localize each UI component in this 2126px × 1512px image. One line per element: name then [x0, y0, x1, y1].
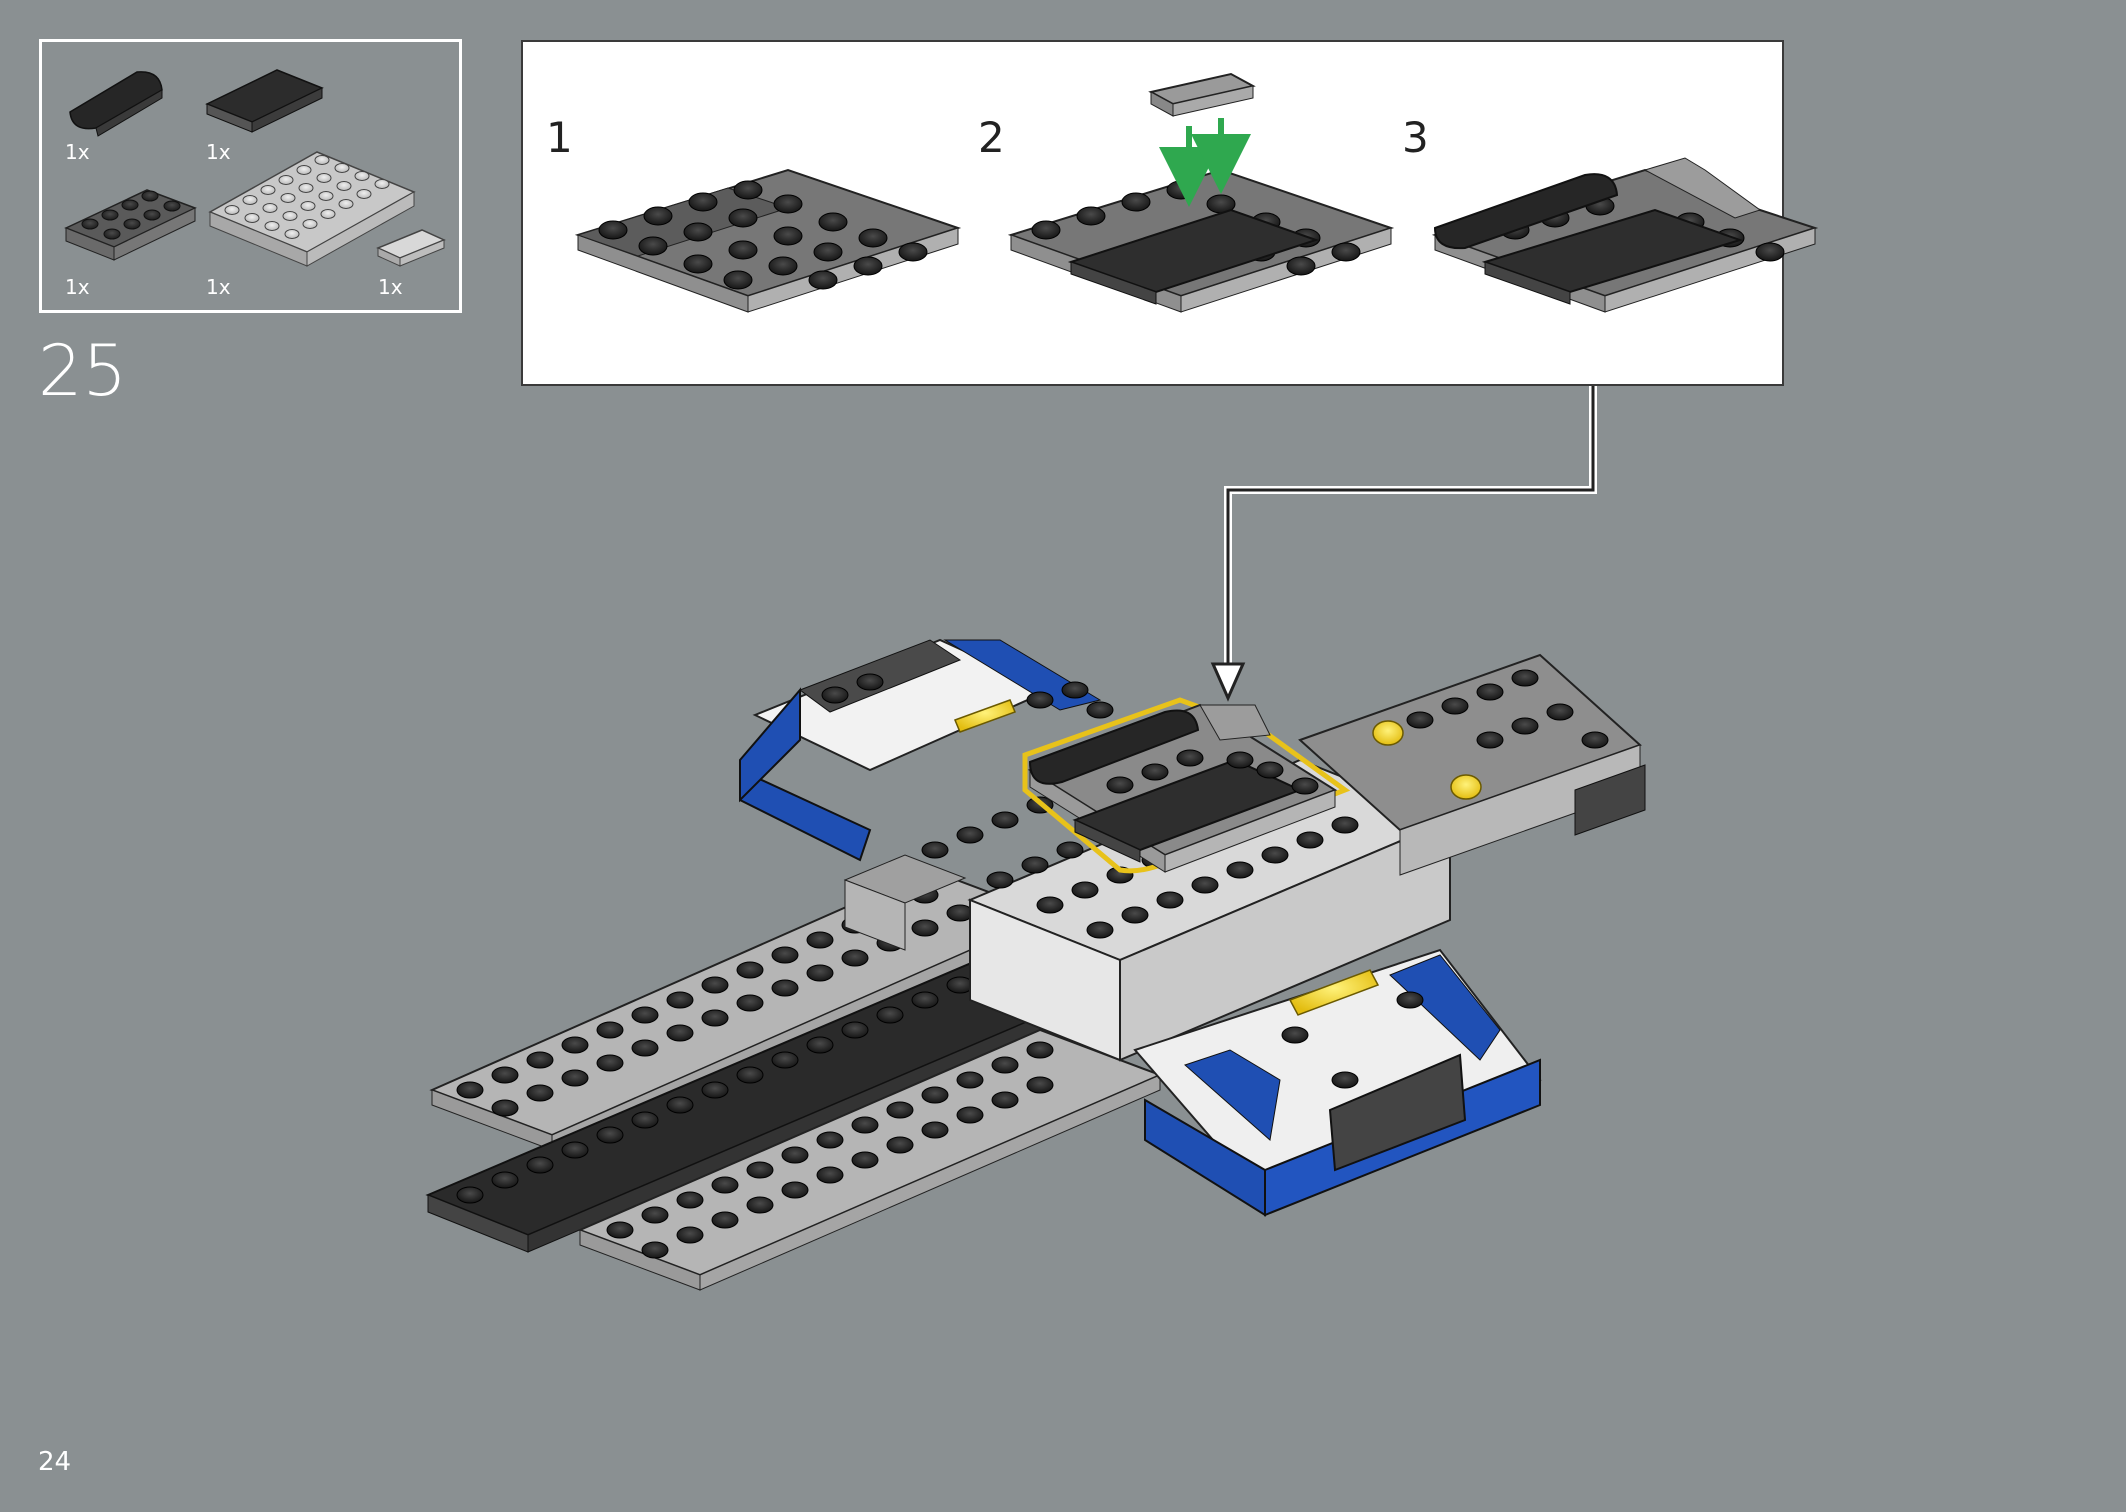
sub-assembly-illustration [574, 72, 1819, 313]
small-tile-part-icon [376, 229, 446, 267]
substep-label: 3 [1402, 113, 1429, 162]
parts-list-box: 1x 1x 1x 1x 1x [39, 39, 462, 313]
dark-tile-part-icon [205, 69, 324, 133]
long-plate-dark [425, 953, 1093, 1253]
part-quantity: 1x [65, 140, 90, 164]
part-quantity: 1x [378, 275, 403, 299]
substep-2-assembly [1007, 168, 1395, 313]
page-number: 24 [38, 1447, 72, 1477]
central-body [843, 758, 1453, 1062]
yellow-pieces [954, 699, 1482, 1016]
part-quantity: 1x [206, 140, 231, 164]
substep-1-assembly [574, 168, 962, 313]
highlighted-sub-assembly [1022, 697, 1351, 874]
parts-list-illustration [64, 69, 446, 267]
substep-3-assembly [1431, 157, 1819, 313]
callout-connector [1210, 386, 1597, 702]
substep-label: 2 [978, 113, 1005, 162]
sub-assembly-box: 1 2 3 [521, 40, 1819, 386]
right-plate [1298, 653, 1646, 876]
curved-slope-part-icon [69, 71, 163, 137]
part-quantity: 1x [65, 275, 90, 299]
light-plate-part-icon [208, 151, 416, 267]
substep-label: 1 [546, 113, 573, 162]
falling-tile [1148, 72, 1256, 117]
part-quantity: 1x [206, 275, 231, 299]
dark-plate-part-icon [64, 189, 197, 261]
step-number: 25 [38, 330, 128, 412]
connector-arrowhead [1210, 662, 1246, 702]
